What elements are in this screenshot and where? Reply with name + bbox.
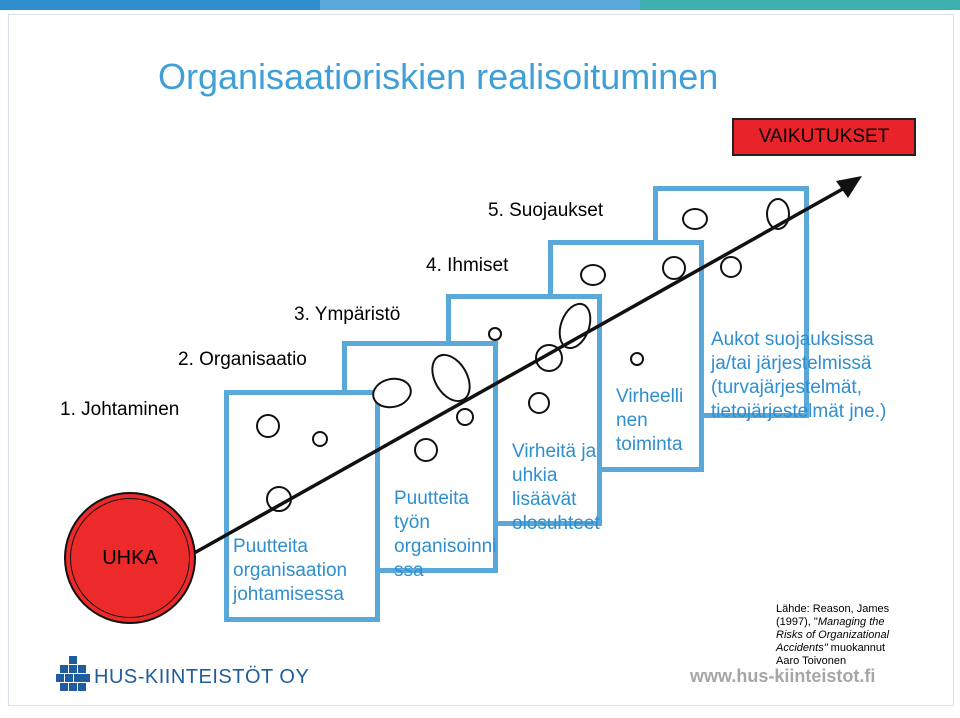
hole xyxy=(662,256,686,280)
hole xyxy=(720,256,742,278)
layer-2-description: Puutteita työn organisoinni ssa xyxy=(394,488,497,581)
layer-2-label: 2. Organisaatio xyxy=(178,349,307,370)
layer-1-frame xyxy=(224,390,380,622)
layer-4-label: 4. Ihmiset xyxy=(426,255,509,276)
source-citation: Lähde: Reason, James (1997), "Managing t… xyxy=(776,603,890,667)
trajectory-arrow xyxy=(194,184,850,554)
threat-label: UHKA xyxy=(102,546,158,569)
top-bar-segment xyxy=(640,0,960,10)
layer-3-description: Virheitä ja uhkia lisäävät olosuhteet xyxy=(512,441,600,534)
hole xyxy=(312,431,328,447)
hole xyxy=(682,208,708,230)
top-bar-segment xyxy=(320,0,640,10)
top-bar-segment xyxy=(0,0,320,10)
hole xyxy=(456,408,474,426)
hole xyxy=(414,438,438,462)
layer-1-description: Puutteita organisaation johtamisessa xyxy=(233,536,348,605)
layer-1-panel xyxy=(229,395,375,617)
hole xyxy=(528,392,550,414)
company-logo-text: HUS-KIINTEISTÖT OY xyxy=(94,666,310,688)
layer-3-label: 3. Ympäristö xyxy=(294,304,401,325)
layer-5-label: 5. Suojaukset xyxy=(488,200,604,221)
layer-4-description: Virheelli nen toiminta xyxy=(616,386,684,455)
hole xyxy=(580,264,606,286)
hus-logo-icon xyxy=(56,656,90,691)
hole xyxy=(630,352,644,366)
footer-url: www.hus-kiinteistot.fi xyxy=(690,666,876,686)
trajectory-arrowhead xyxy=(836,176,862,198)
layer-1-label: 1. Johtaminen xyxy=(60,399,180,420)
slide-border xyxy=(8,14,954,706)
threat-circle: UHKA xyxy=(64,492,196,624)
hole xyxy=(488,327,502,341)
effects-box: VAIKUTUKSET xyxy=(732,118,916,156)
slide-title: Organisaatioriskien realisoituminen xyxy=(158,56,719,97)
hole xyxy=(256,414,280,438)
layer-5-description: Aukot suojauksissa ja/tai järjestelmissä… xyxy=(711,329,887,422)
